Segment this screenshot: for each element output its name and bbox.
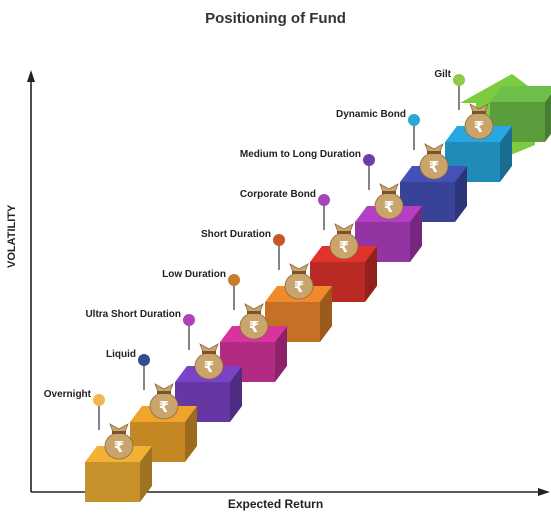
stair-step-side <box>545 94 551 142</box>
stair-step <box>265 286 332 342</box>
svg-text:₹: ₹ <box>429 159 439 176</box>
location-pin-icon <box>138 354 150 390</box>
diagram-title: Positioning of Fund <box>205 10 346 27</box>
step-label: Gilt <box>434 69 451 80</box>
location-pin-icon <box>453 74 465 110</box>
steps-layer <box>85 86 551 502</box>
money-bag-icon: ₹ <box>329 223 359 260</box>
stair-step <box>445 126 512 182</box>
step-label: Medium to Long Duration <box>240 149 361 160</box>
location-pin-icon <box>228 274 240 310</box>
step-label: Ultra Short Duration <box>85 309 181 320</box>
money-bag-icon: ₹ <box>194 343 224 380</box>
svg-text:₹: ₹ <box>159 399 169 416</box>
stair-step-side <box>410 206 422 262</box>
x-axis-arrowhead <box>538 488 550 496</box>
step-label: Corporate Bond <box>240 189 316 200</box>
location-pin-icon <box>318 194 330 230</box>
money-bag-icon: ₹ <box>149 383 179 420</box>
stair-step-side <box>320 286 332 342</box>
step-label: Low Duration <box>162 269 226 280</box>
y-axis-label: VOLATILITY <box>6 204 18 268</box>
stair-step-side <box>185 406 197 462</box>
stair-step <box>85 446 152 502</box>
svg-text:₹: ₹ <box>294 279 304 296</box>
location-pin-icon <box>183 314 195 350</box>
money-bag-icon: ₹ <box>464 103 494 140</box>
money-bag-icon: ₹ <box>239 303 269 340</box>
stair-step-tread <box>490 86 551 102</box>
svg-text:₹: ₹ <box>249 319 259 336</box>
step-label: Overnight <box>44 389 92 400</box>
svg-text:₹: ₹ <box>384 199 394 216</box>
svg-text:₹: ₹ <box>114 439 124 456</box>
step-label: Short Duration <box>201 229 271 240</box>
location-pin-icon <box>93 394 105 430</box>
money-bag-icon: ₹ <box>284 263 314 300</box>
location-pin-icon <box>408 114 420 150</box>
stair-step <box>130 406 197 462</box>
svg-text:₹: ₹ <box>204 359 214 376</box>
money-bag-icon: ₹ <box>419 143 449 180</box>
stair-step-side <box>140 446 152 502</box>
location-pin-icon <box>273 234 285 270</box>
stair-step-side <box>455 166 467 222</box>
x-axis-label: Expected Return <box>227 497 324 511</box>
labels-layer: ₹ Overnight ₹ Liquid ₹ Ultra Short Duration ₹ L… <box>44 69 494 460</box>
stair-step-side <box>230 366 242 422</box>
stair-step-side <box>275 326 287 382</box>
step-label: Dynamic Bond <box>336 109 406 120</box>
stair-step-riser <box>85 462 140 502</box>
svg-text:₹: ₹ <box>474 119 484 136</box>
stair-step-side <box>365 246 377 302</box>
step-label: Liquid <box>106 349 136 360</box>
money-bag-icon: ₹ <box>104 423 134 460</box>
location-pin-icon <box>363 154 375 190</box>
y-axis-arrowhead <box>27 70 35 82</box>
svg-text:₹: ₹ <box>339 239 349 256</box>
stair-step-side <box>500 126 512 182</box>
money-bag-icon: ₹ <box>374 183 404 220</box>
